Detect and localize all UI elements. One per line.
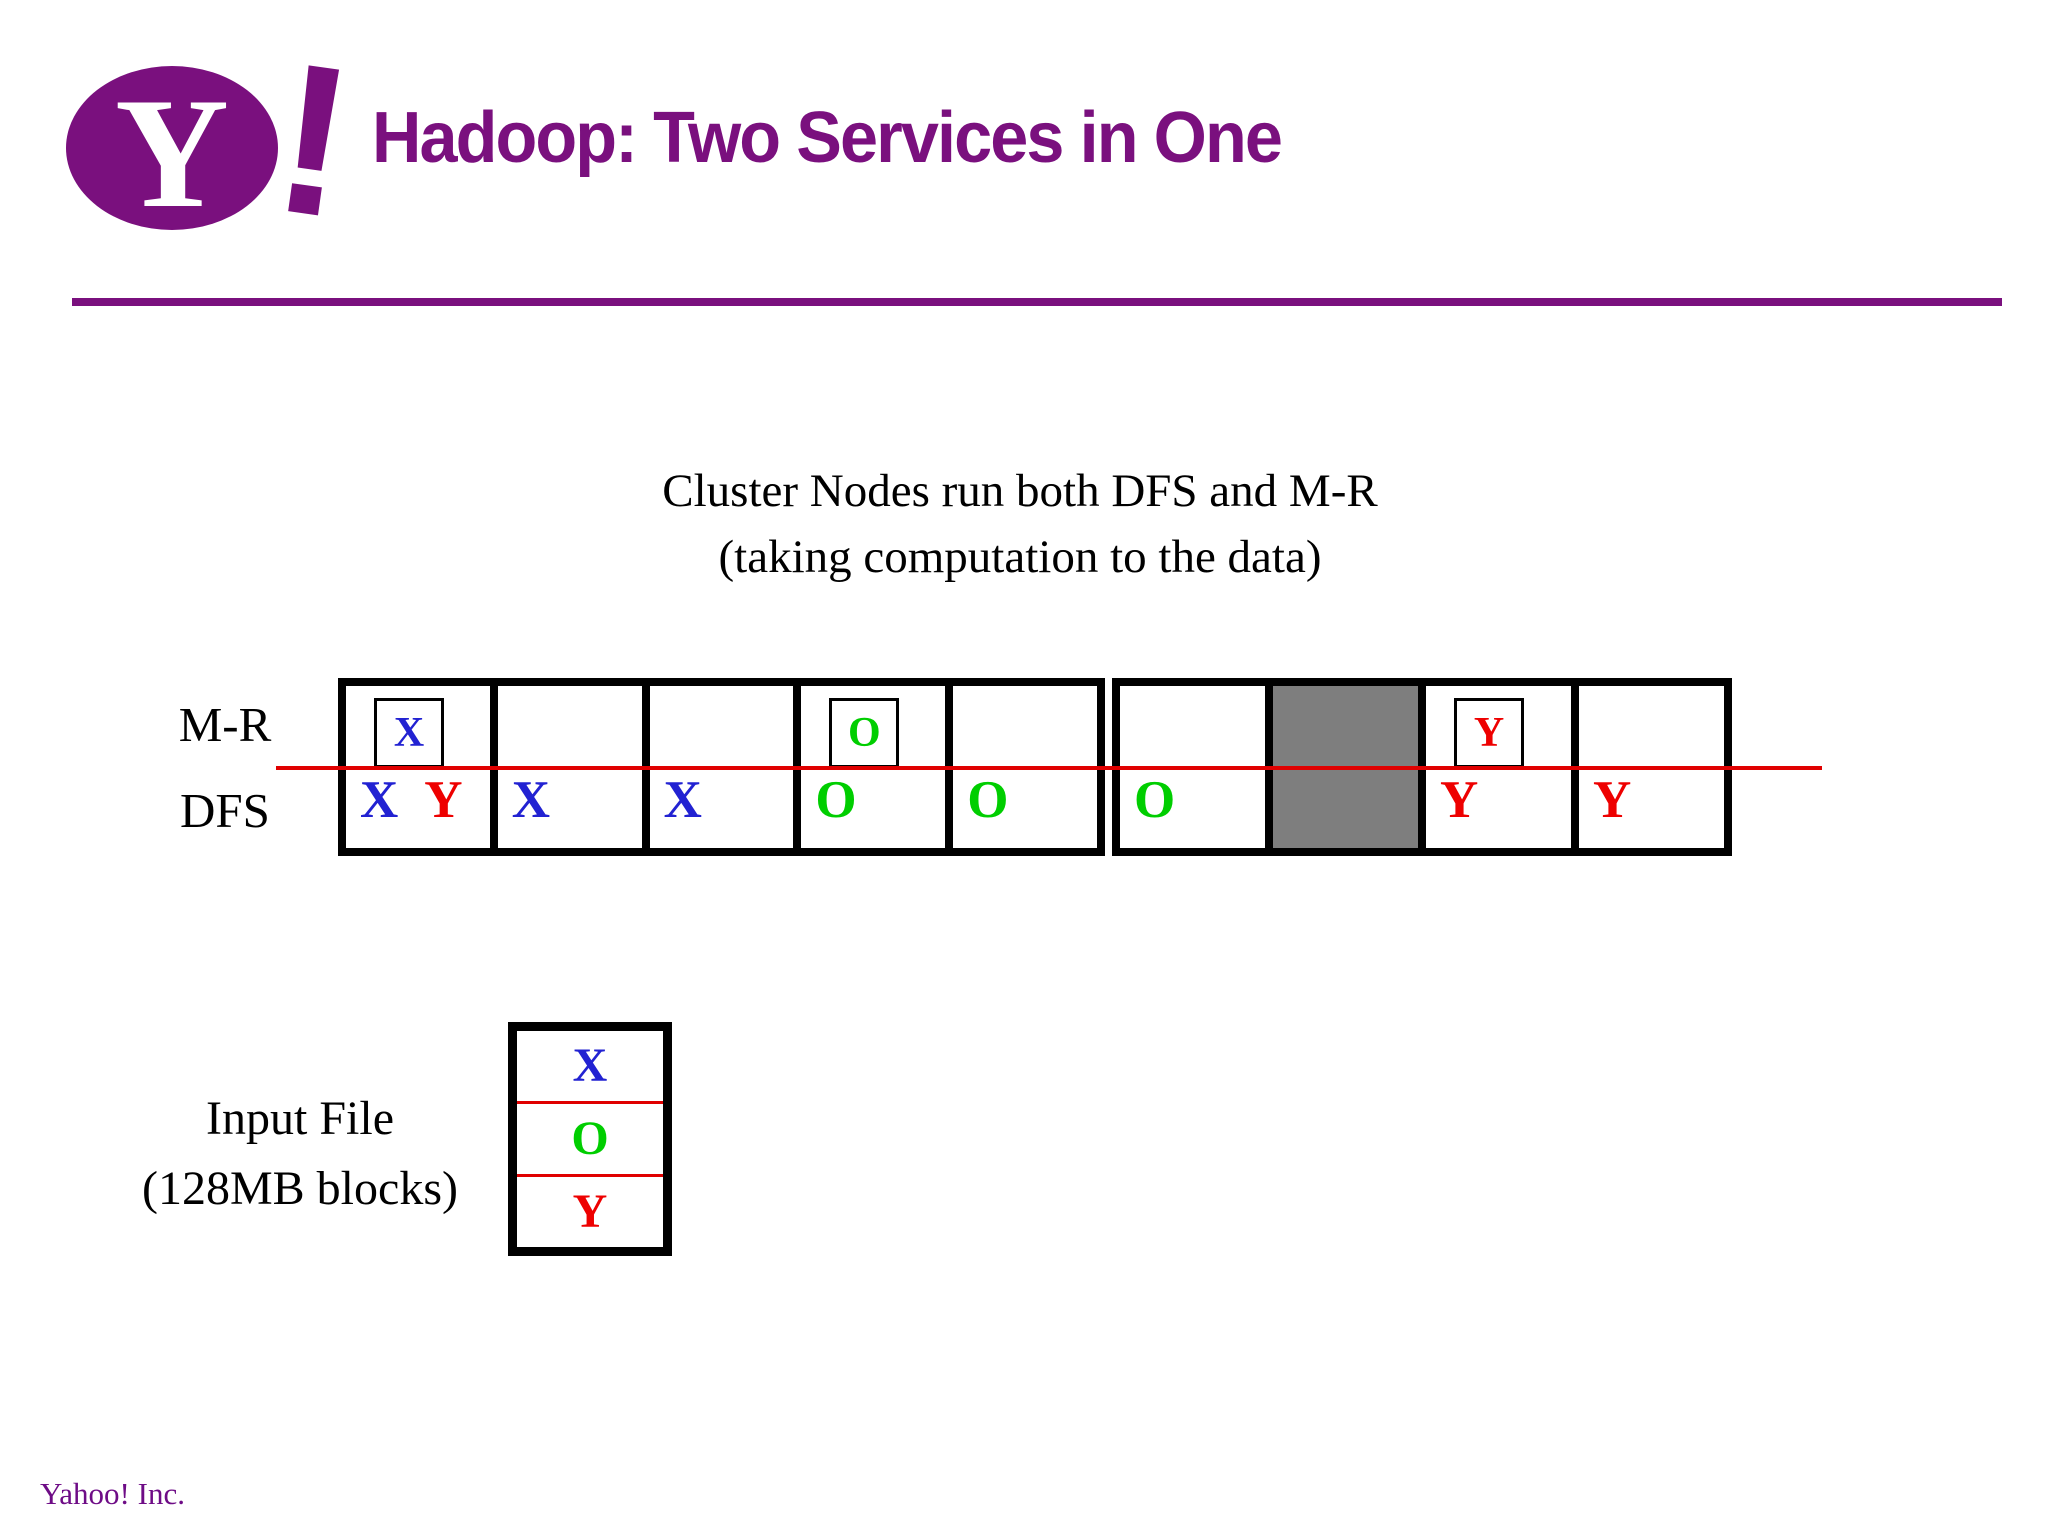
dfs-blocks: X	[664, 774, 702, 827]
dfs-blocks: O	[1134, 774, 1175, 827]
header-divider	[72, 298, 2002, 306]
input-block-letter: O	[571, 1112, 609, 1165]
dfs-block-letter: Y	[424, 771, 463, 829]
dfs-blocks: Y	[1440, 774, 1478, 827]
dfs-block-letter: X	[360, 771, 399, 829]
input-file-block: X	[517, 1031, 663, 1101]
input-file-label-line-1: Input File	[206, 1092, 394, 1145]
input-file-block: Y	[517, 1174, 663, 1247]
dfs-blocks: X	[512, 774, 550, 827]
dfs-blocks: O	[815, 774, 856, 827]
dfs-block-letter: Y	[1593, 771, 1632, 829]
footer-credit: Yahoo! Inc.	[40, 1476, 185, 1511]
dfs-block-letter: O	[815, 771, 857, 829]
caption-line-2: (taking computation to the data)	[718, 531, 1322, 583]
caption: Cluster Nodes run both DFS and M-R (taki…	[410, 458, 1630, 590]
input-file-label-line-2: (128MB blocks)	[142, 1162, 458, 1215]
mr-task-letter: O	[848, 710, 881, 756]
input-file-label: Input File (128MB blocks)	[60, 1084, 540, 1224]
dfs-block-letter: O	[1134, 771, 1176, 829]
mr-task-box: O	[829, 698, 900, 768]
mr-task-box: Y	[1454, 698, 1524, 768]
mr-dfs-divider-line	[276, 766, 1822, 770]
input-file-block: O	[517, 1101, 663, 1174]
input-block-letter: Y	[572, 1185, 608, 1238]
dfs-row-label: DFS	[180, 783, 270, 838]
input-block-letter: X	[572, 1039, 608, 1092]
mr-row-label: M-R	[178, 697, 272, 752]
page-title: Hadoop: Two Services in One	[372, 98, 1283, 178]
mr-task-letter: X	[393, 710, 425, 756]
logo-exclamation-icon: !	[261, 17, 366, 264]
input-file-box: X O Y	[508, 1022, 672, 1256]
dfs-blocks: O	[967, 774, 1008, 827]
mr-task-box: X	[374, 698, 444, 768]
dfs-block-letter: X	[663, 771, 702, 829]
dfs-blocks: X Y	[360, 774, 463, 827]
yahoo-logo-icon: Y	[66, 66, 278, 241]
dfs-block-letter: X	[511, 771, 551, 829]
caption-line-1: Cluster Nodes run both DFS and M-R	[662, 465, 1378, 517]
dfs-blocks: Y	[1593, 774, 1631, 827]
dfs-block-letter: Y	[1440, 771, 1479, 829]
node-group-1: X X Y X X O O O	[338, 678, 1105, 856]
logo-y-glyph: Y	[114, 66, 230, 241]
dfs-block-letter: O	[967, 771, 1009, 829]
mr-task-letter: Y	[1473, 710, 1505, 756]
